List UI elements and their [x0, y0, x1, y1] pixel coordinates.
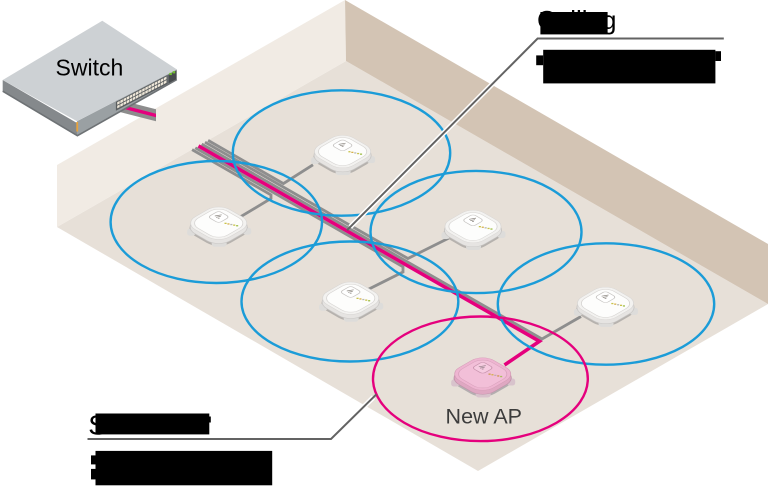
svg-text:New AP: New AP — [446, 405, 522, 429]
svg-text:Switch: Switch — [56, 55, 124, 81]
